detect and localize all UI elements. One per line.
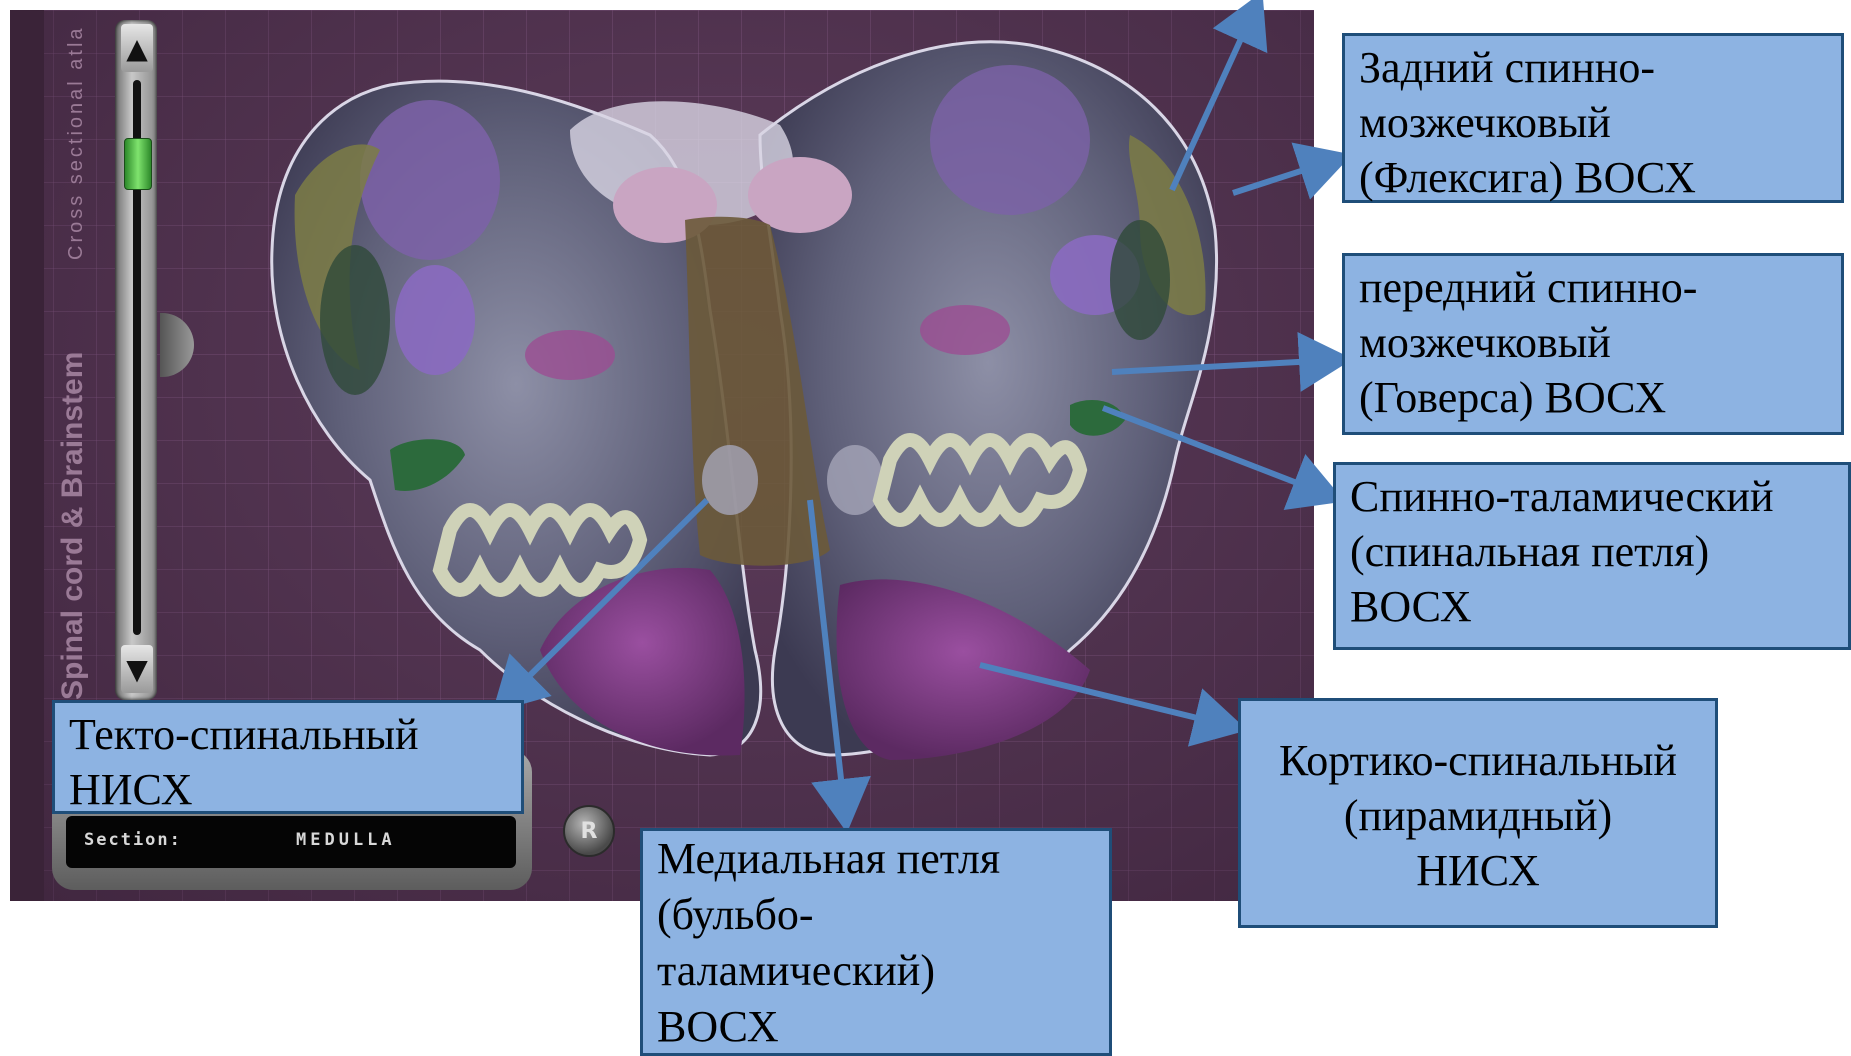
label-corticospinal: Кортико-спинальный (пирамидный) НИСХ (1238, 698, 1718, 928)
arrow-to-top (1172, 8, 1255, 190)
arrow-corticospinal (980, 665, 1230, 726)
label-dorsal-spinocerebellar: Задний спинно- мозжечковый (Флексига) ВО… (1342, 33, 1844, 203)
arrow-ventral-spinocerebellar (1112, 360, 1335, 372)
label-medial-lemniscus: Медиальная петля (бульбо- таламический) … (640, 828, 1112, 1056)
arrow-dorsal-spinocerebellar (1233, 160, 1335, 193)
arrow-tectospinal (505, 500, 707, 700)
label-spinothalamic: Спинно-таламический (спинальная петля) В… (1333, 462, 1851, 650)
label-ventral-spinocerebellar: передний спинно- мозжечковый (Говерса) В… (1342, 253, 1844, 435)
arrow-medial-lemniscus (810, 500, 845, 815)
label-tectospinal: Текто-спинальный НИСХ (52, 700, 524, 814)
arrow-spinothalamic (1103, 408, 1328, 495)
